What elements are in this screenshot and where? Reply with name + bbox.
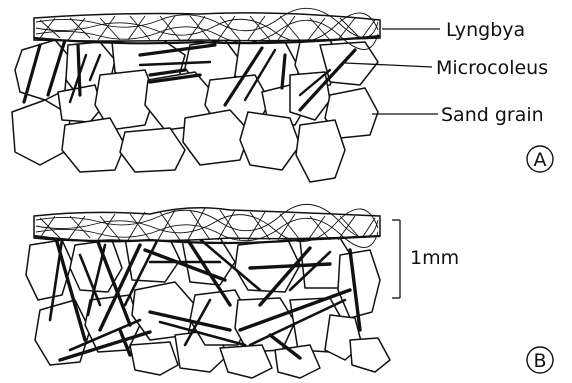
- label-sand-grain: Sand grain: [441, 104, 544, 126]
- label-lyngbya-group: Lyngbya: [382, 19, 525, 41]
- label-lyngbya: Lyngbya: [446, 19, 525, 41]
- panel-b: [26, 204, 390, 378]
- label-sand-grain-group: Sand grain: [372, 104, 544, 126]
- scale-label: 1mm: [410, 247, 459, 269]
- panel-b-label: B: [533, 350, 546, 372]
- panel-b-marker: B: [527, 347, 553, 373]
- label-microcoleus: Microcoleus: [436, 57, 548, 79]
- scale-bar: 1mm: [392, 220, 459, 298]
- panel-a: [12, 8, 380, 182]
- panel-a-label: A: [534, 149, 547, 171]
- panel-a-marker: A: [527, 146, 553, 172]
- panel-a-sand-grains: [12, 38, 378, 182]
